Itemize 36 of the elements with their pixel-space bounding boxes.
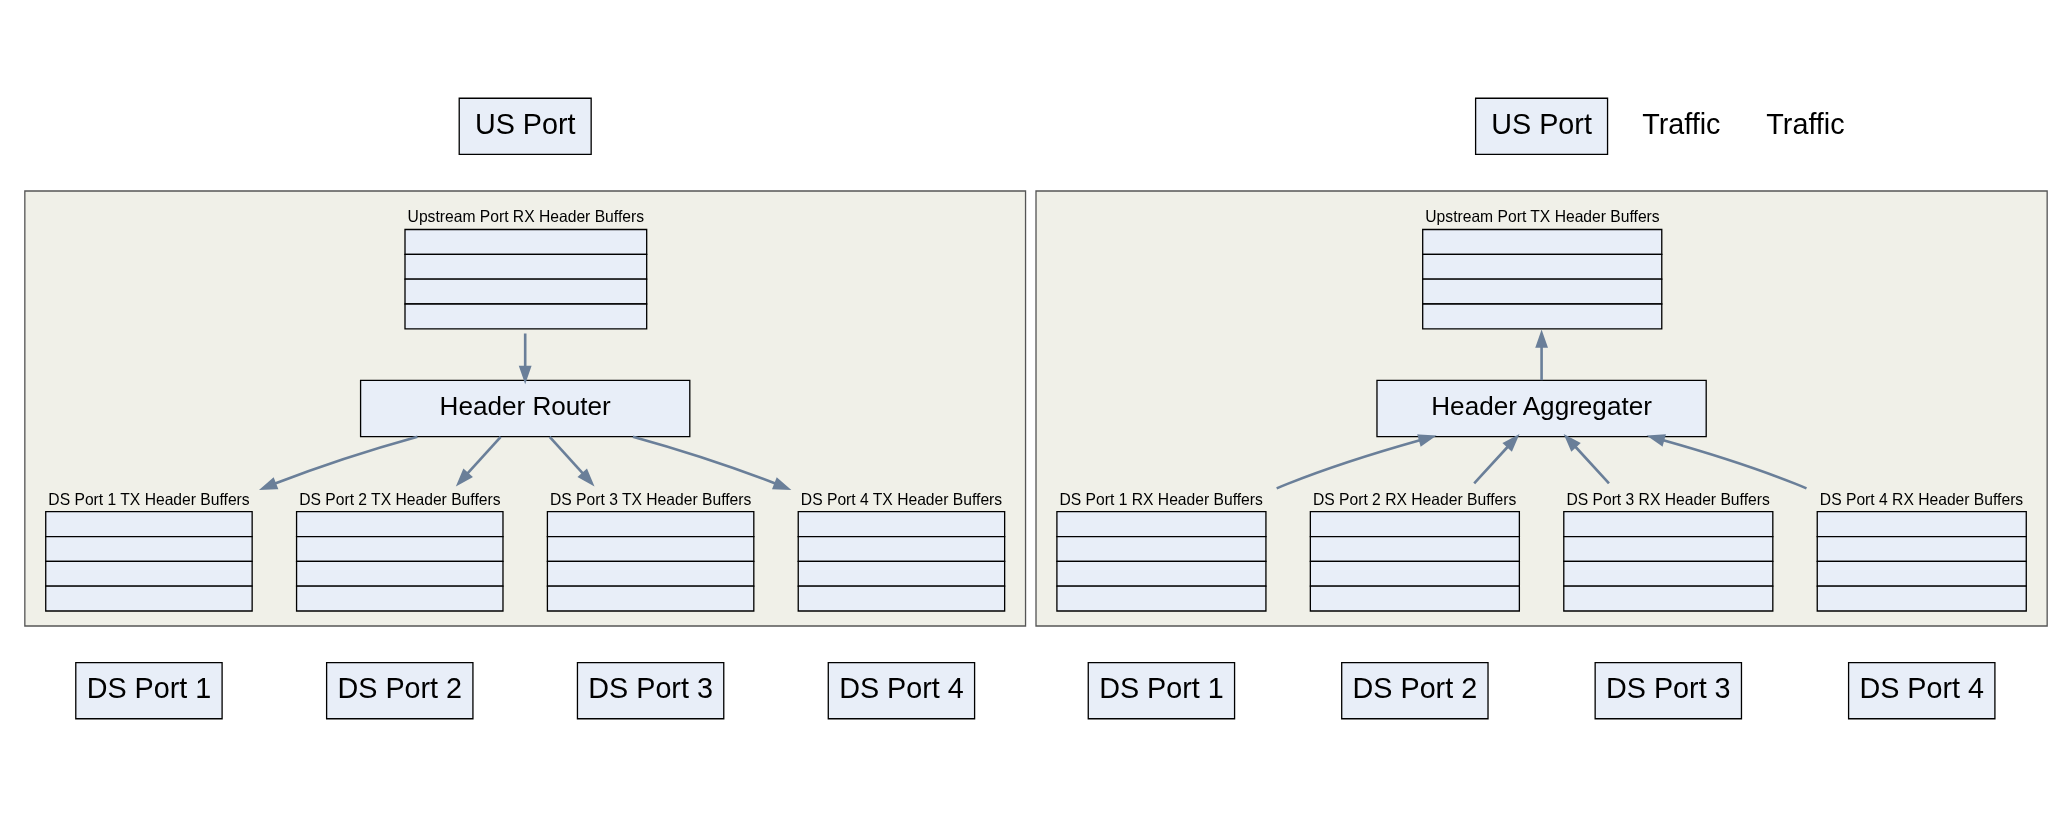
node-label: DS Port 4 TX Header Buffers — [800, 490, 1003, 508]
cluster — [24, 190, 1027, 627]
arrow — [1646, 434, 1807, 490]
node-label: Upstream Port RX Header Buffers — [407, 208, 644, 226]
node-label: DS Port 4 RX Header Buffers — [1819, 490, 2024, 508]
node-box: Header Aggregater — [1376, 379, 1707, 438]
node-label: DS Port 2 RX Header Buffers — [1312, 490, 1517, 508]
node-label: DS Port 3 RX Header Buffers — [1566, 490, 1770, 508]
node-box: DS Port 1 — [75, 661, 223, 720]
node-label: DS Port 1 TX Header Buffers — [48, 490, 250, 508]
node-label: Upstream Port TX Header Buffers — [1425, 208, 1660, 226]
arrow — [1276, 434, 1437, 490]
arrow — [518, 333, 532, 385]
node-box: DS Port 2 — [325, 661, 474, 720]
node-box: US Port — [1474, 97, 1609, 156]
arrow — [1535, 329, 1548, 381]
node-box: DS Port 1 — [1087, 661, 1236, 720]
node-box: Header Router — [359, 379, 691, 438]
label: Traffic — [1642, 107, 1721, 140]
cluster — [1035, 190, 2048, 627]
arrow — [632, 435, 792, 490]
node-box: DS Port 3 — [576, 661, 725, 720]
arrow — [548, 435, 595, 487]
arrow — [1563, 433, 1610, 485]
label: Traffic — [1766, 107, 1845, 140]
node-label: DS Port 2 TX Header Buffers — [299, 490, 501, 508]
node-box: DS Port 2 — [1341, 661, 1489, 720]
node-label: DS Port 1 RX Header Buffers — [1059, 490, 1263, 508]
arrow — [1473, 433, 1520, 485]
node-box: US Port — [458, 97, 592, 156]
node-box: DS Port 4 — [827, 661, 976, 720]
arrow — [259, 435, 418, 490]
node-box: DS Port 3 — [1594, 661, 1743, 720]
arrow — [455, 435, 502, 487]
node-label: DS Port 3 TX Header Buffers — [550, 490, 752, 508]
node-box: DS Port 4 — [1847, 661, 1996, 720]
